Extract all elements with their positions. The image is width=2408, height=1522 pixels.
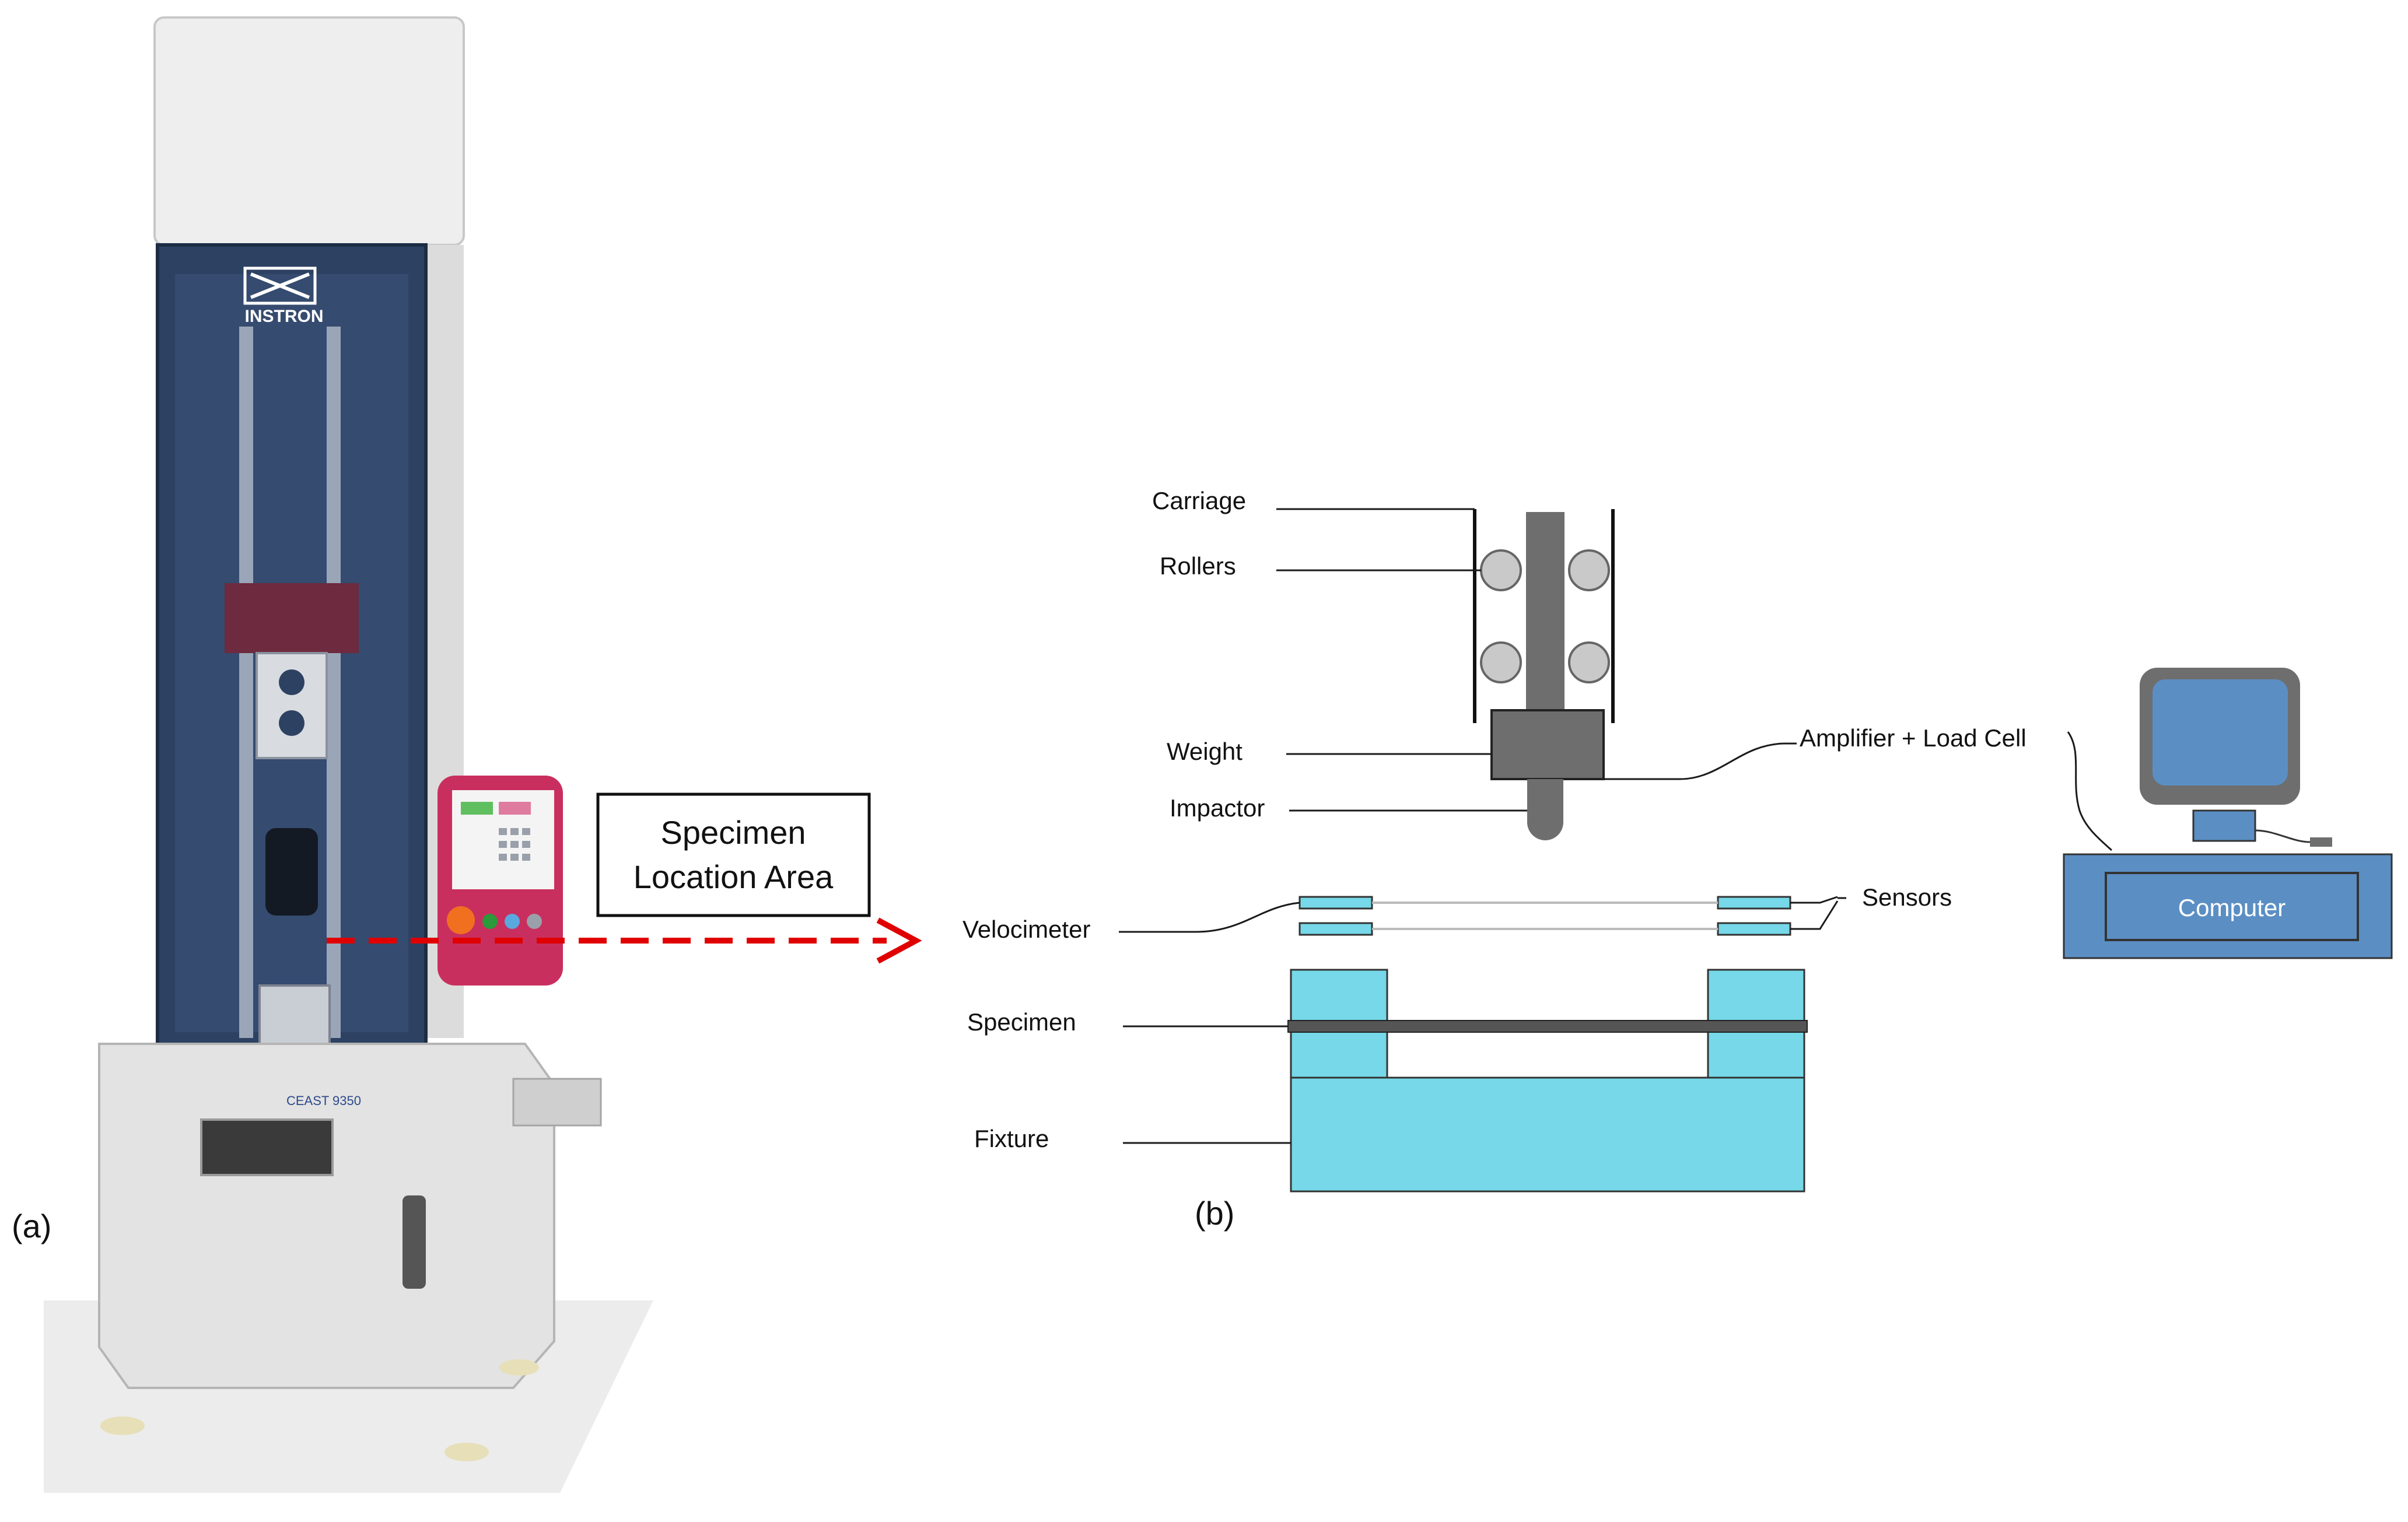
roller [1480,549,1522,591]
callout-line-2: Location Area [634,858,834,895]
callout-box [596,792,871,917]
leader-amplifier [1604,742,1797,780]
computer-illustration: Computer [2063,668,2393,959]
brand-text: INSTRON [245,307,324,326]
monitor-stand [2192,809,2256,842]
side-chute [512,1078,602,1127]
control-pendant [438,776,563,986]
label-impactor: Impactor [1170,794,1265,822]
specimen-location-callout: Specimen Location Area [596,792,871,917]
model-text: CEAST 9350 [286,1093,361,1108]
mouse [2310,837,2332,847]
fixture-base [1290,1076,1805,1193]
callout-line-1: Specimen [660,814,806,851]
label-sensors: Sensors [1862,883,1952,911]
label-weight: Weight [1167,738,1242,765]
label-amplifier-load-cell: Amplifier + Load Cell [1800,724,2027,752]
specimen-plate [1287,1020,1808,1033]
cabinet-window [200,1118,334,1176]
impactor-tip [1527,779,1563,840]
label-carriage: Carriage [1152,487,1246,514]
machine-foot [444,1443,489,1461]
guide-rail-left [239,327,253,1038]
leader-amplifier-to-computer [2067,731,2113,851]
leader-velocimeter [1119,902,1300,933]
impact-test-schematic: Computer Carriage Rollers Weight Impacto… [963,487,2393,1232]
cabinet-handle [402,1195,426,1289]
label-fixture: Fixture [974,1125,1049,1152]
guide-rod [1526,512,1564,717]
roller [1480,641,1522,683]
carriage-frame [256,652,328,759]
roller [1568,549,1610,591]
velocimeter-sensor [1298,896,1373,910]
label-specimen: Specimen [967,1008,1076,1036]
striker-assembly [265,828,318,916]
crosshead-block [225,583,359,653]
instron-machine-illustration: INSTRON CEAST 9350 [44,16,653,1493]
label-velocimeter: Velocimeter [963,916,1090,943]
computer-label: Computer [2178,894,2286,921]
velocimeter-sensor [1298,922,1373,936]
specimen-holder [258,984,331,1045]
roller [1568,641,1610,683]
leader-sensors [1790,896,1846,930]
instron-logo: INSTRON [243,266,324,326]
guide-rail-right [327,327,341,1038]
mouse-cable [2255,829,2311,843]
panel-label-a: (a) [12,1208,51,1244]
label-rollers: Rollers [1160,552,1236,580]
weight-block [1490,709,1605,780]
callout-arrow [327,917,922,964]
computer-label-box [2105,872,2359,941]
machine-foot [499,1359,539,1376]
velocimeter-sensor [1717,922,1791,936]
velocimeter-sensor [1717,896,1791,910]
machine-top-hood [153,16,465,246]
machine-foot [100,1416,145,1435]
monitor-screen [2152,679,2288,785]
panel-label-b: (b) [1195,1195,1234,1232]
